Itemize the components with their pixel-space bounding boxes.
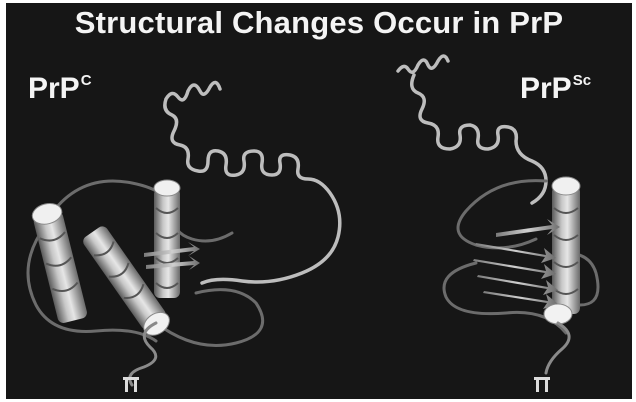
prpsc-structure <box>398 56 598 392</box>
prpsc-beta-sheet <box>473 219 560 309</box>
prpc-helix-2 <box>30 201 88 325</box>
prpsc-helix <box>552 177 580 314</box>
prpsc-helix-end <box>544 304 572 324</box>
figure-panel: Structural Changes Occur in PrP PrPC PrP… <box>6 3 632 399</box>
prpc-structure <box>28 82 340 392</box>
prpc-n-terminal-coil <box>165 82 340 283</box>
prpsc-c-terminal-tail <box>546 323 569 373</box>
prpc-helix-1 <box>154 180 180 298</box>
protein-structure-illustration <box>6 3 632 399</box>
prpsc-gpi-anchor <box>534 377 550 392</box>
